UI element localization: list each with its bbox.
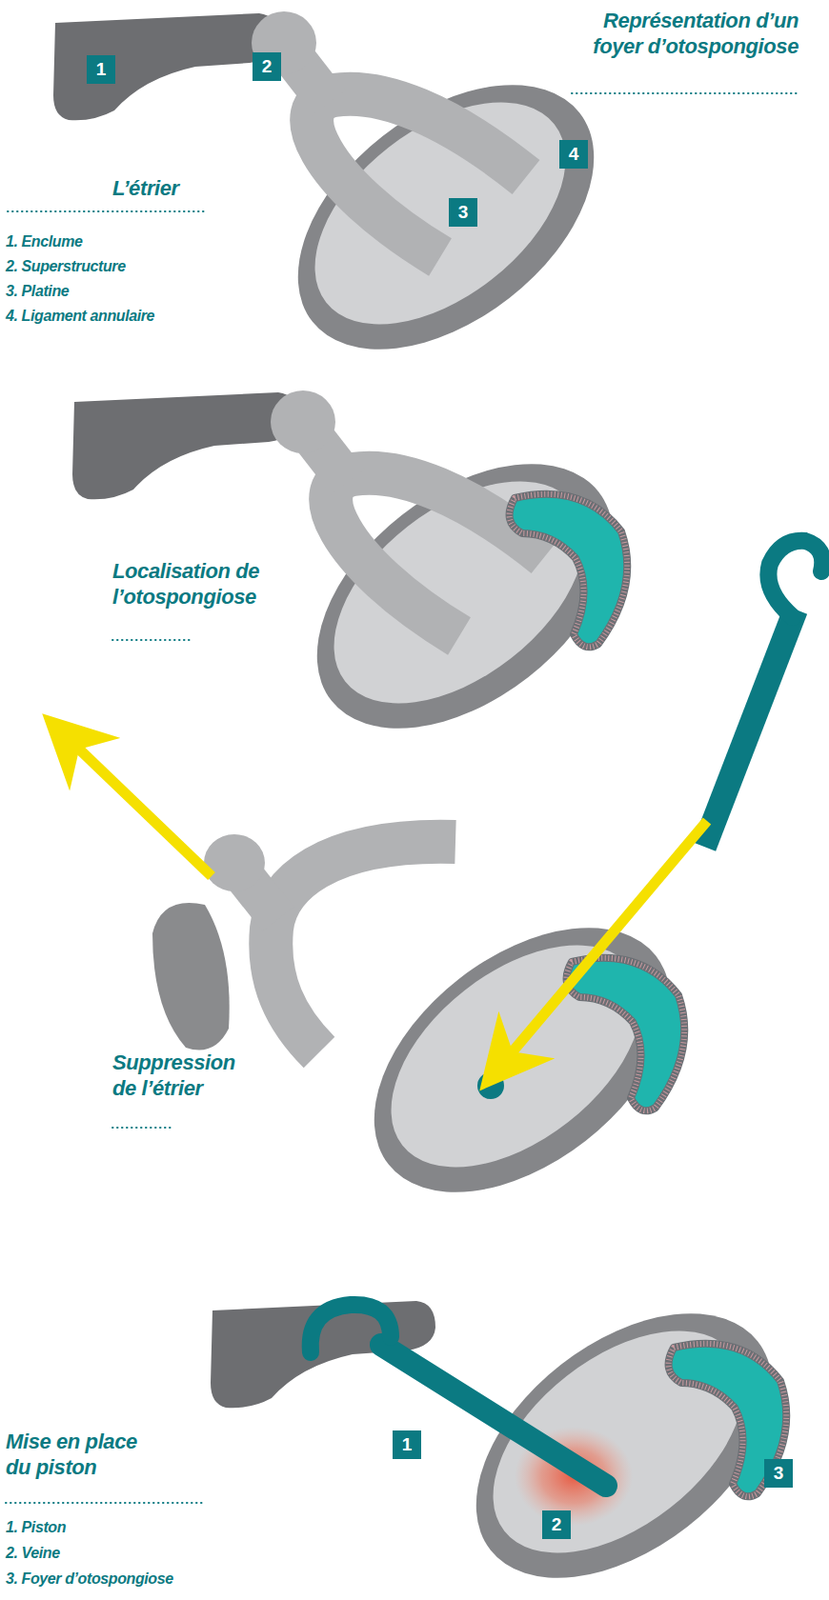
stapes-panel xyxy=(53,11,644,404)
legend-item: 2. Superstructure xyxy=(5,257,126,277)
piston-hook xyxy=(310,1305,391,1354)
annular-ligament xyxy=(267,410,663,782)
legend-item: 4. Ligament annulaire xyxy=(5,306,155,326)
removal-arrow xyxy=(68,739,212,877)
insertion-arrow xyxy=(503,821,708,1064)
focus-speckle xyxy=(566,958,686,1113)
piston-shaft xyxy=(381,1345,607,1487)
legend-item: 3. Platine xyxy=(5,282,69,302)
annular-ligament xyxy=(426,1260,822,1600)
legend-item: 3. Foyer d’otospongiose xyxy=(5,1570,174,1590)
otosclerosis-focus xyxy=(509,494,628,648)
superstructure-arms xyxy=(270,842,456,1053)
dotted-rule xyxy=(5,1502,203,1505)
callout-number: 3 xyxy=(448,198,478,227)
piston-shaft xyxy=(704,609,796,848)
legend-item: 2. Veine xyxy=(5,1544,61,1564)
superstructure-arms xyxy=(311,94,526,258)
superstructure-head xyxy=(203,834,265,892)
piston-tool xyxy=(704,541,823,848)
callout-number: 1 xyxy=(392,1431,422,1460)
dotted-rule xyxy=(571,92,799,95)
superstructure-crus xyxy=(152,903,230,1052)
callout-number: 1 xyxy=(86,55,116,84)
callout-number: 4 xyxy=(559,140,588,169)
section-heading: L’étrier xyxy=(112,175,180,202)
piston xyxy=(310,1305,607,1487)
footplate-panel xyxy=(324,874,720,1246)
focus-speckle xyxy=(509,494,628,648)
annular-ligament xyxy=(248,31,644,403)
section-heading: Mise en place du piston xyxy=(5,1429,159,1481)
stapes-panel xyxy=(72,390,663,783)
legend-item: 1. Piston xyxy=(5,1518,66,1538)
figure-title: Représentation d’un foyer d’otospongiose xyxy=(567,7,799,60)
footplate xyxy=(452,1287,785,1598)
section-heading: Suppression de l’étrier xyxy=(112,1050,246,1102)
dotted-rule xyxy=(7,210,205,213)
superstructure-head xyxy=(270,390,336,454)
piston-hook xyxy=(768,541,823,618)
annular-ligament xyxy=(324,874,720,1246)
footplate-hole xyxy=(477,1072,505,1100)
otosclerosis-focus xyxy=(566,958,686,1113)
section-heading: Localisation de l’otospongiose xyxy=(112,558,284,610)
callout-number: 2 xyxy=(252,52,282,81)
footplate xyxy=(350,901,683,1213)
incus xyxy=(53,13,279,121)
callout-number: 3 xyxy=(764,1459,793,1489)
dotted-rule xyxy=(112,639,191,642)
callout-number: 2 xyxy=(542,1511,571,1540)
legend-item: 1. Enclume xyxy=(5,232,82,252)
footplate-panel xyxy=(426,1260,822,1600)
incus xyxy=(72,392,298,500)
dotted-rule xyxy=(112,1127,174,1130)
